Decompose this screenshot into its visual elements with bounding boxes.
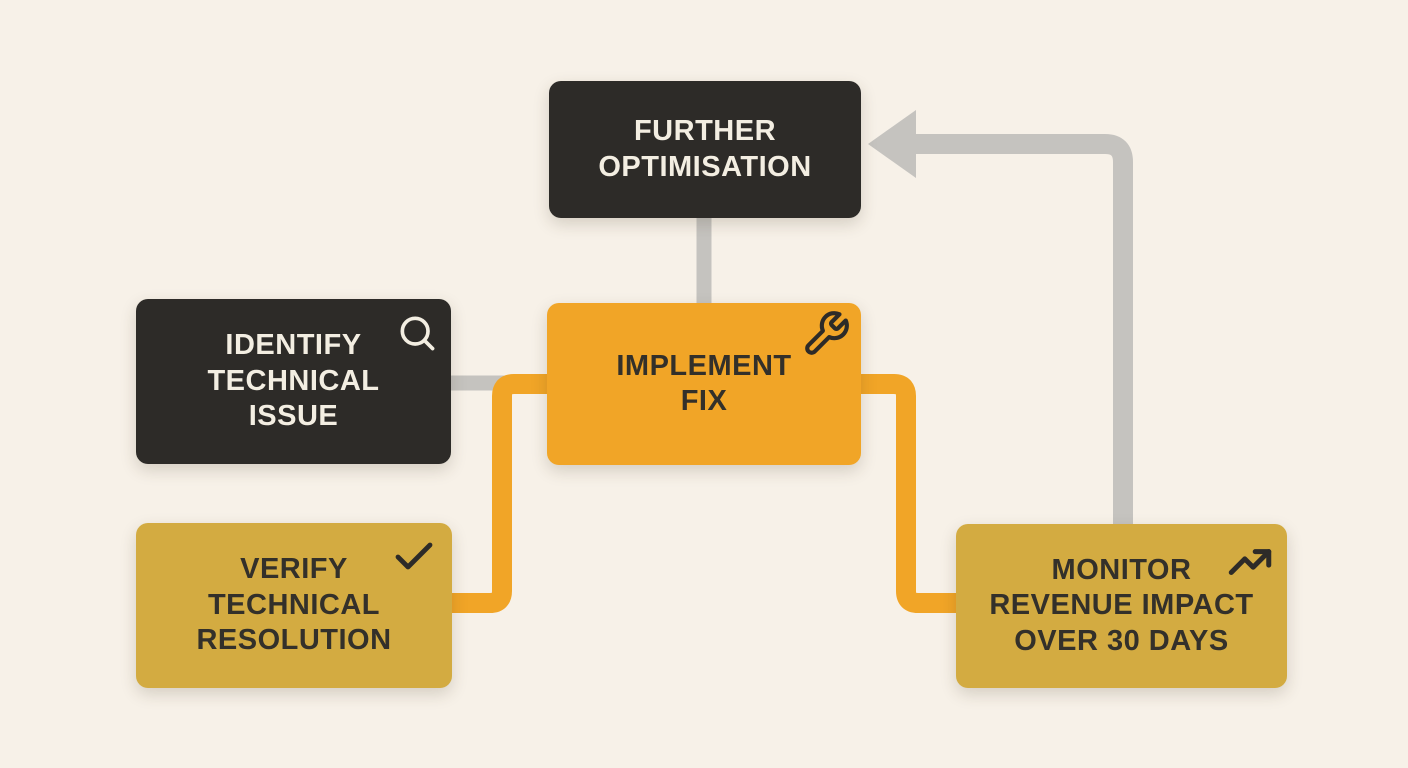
wrench-icon (805, 311, 849, 355)
node-further-optimisation[interactable]: FURTHER OPTIMISATION (549, 81, 861, 218)
node-monitor-revenue-impact-label: MONITOR REVENUE IMPACT OVER 30 DAYS (989, 553, 1254, 657)
edge-implement-to-verify (448, 374, 555, 613)
node-monitor-revenue-impact[interactable]: MONITOR REVENUE IMPACT OVER 30 DAYS (956, 524, 1287, 688)
node-implement-fix-label: IMPLEMENT FIX (616, 349, 792, 417)
edge-implement-to-monitor (855, 374, 960, 613)
search-icon (400, 316, 435, 351)
node-identify-technical-issue-label: IDENTIFY TECHNICAL ISSUE (207, 329, 380, 433)
arrowhead-left-icon (868, 110, 916, 178)
node-verify-technical-resolution[interactable]: VERIFY TECHNICAL RESOLUTION (136, 523, 452, 688)
node-further-optimisation-label: FURTHER OPTIMISATION (598, 115, 812, 183)
node-identify-technical-issue[interactable]: IDENTIFY TECHNICAL ISSUE (136, 299, 451, 464)
edge-monitor-to-further (912, 134, 1133, 530)
node-verify-technical-resolution-label: VERIFY TECHNICAL RESOLUTION (196, 553, 392, 657)
node-implement-fix[interactable]: IMPLEMENT FIX (547, 303, 861, 465)
